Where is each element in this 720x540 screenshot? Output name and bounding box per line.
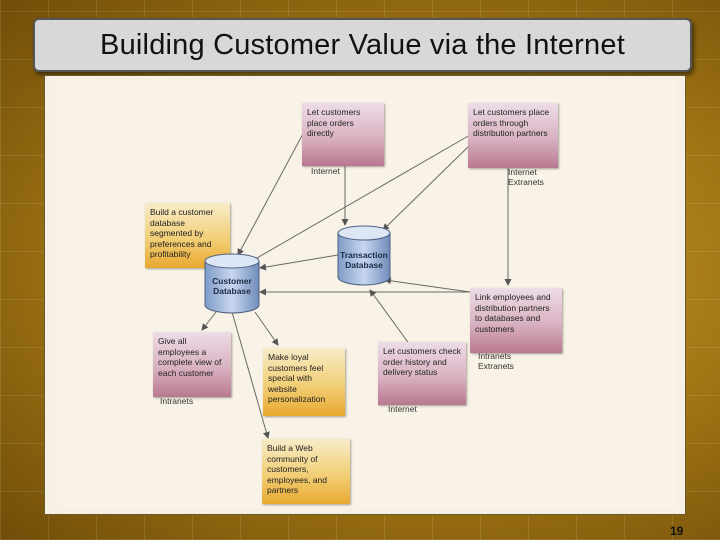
arrow-transaction-to-customer: [259, 254, 339, 271]
note-link-employees: Link employees and distribution partners…: [470, 288, 562, 353]
label-internet-bottom: Internet: [388, 404, 417, 414]
note-place-orders-partners: Let customers place orders through distr…: [468, 103, 558, 168]
label-intranets-left: Intranets: [160, 396, 194, 406]
transaction-database-label: Transaction Database: [340, 250, 388, 270]
note-text: Let customers place orders through distr…: [473, 107, 550, 138]
label-internet-top: Internet: [311, 166, 340, 176]
arrow-customer-to-give: [201, 311, 217, 331]
note-check-order-history: Let customers check order history and de…: [378, 342, 466, 405]
note-web-community: Build a Web community of customers, empl…: [262, 439, 350, 504]
note-give-employees-view: Give all employees a complete view of ea…: [153, 332, 231, 397]
arrow-customer-to-loyal: [254, 311, 279, 346]
title-bar: Building Customer Value via the Internet: [33, 18, 692, 72]
label-intranets-extranets: Intranets Extranets: [478, 351, 514, 371]
slide-title: Building Customer Value via the Internet: [100, 28, 625, 61]
transaction-database-icon: [337, 225, 391, 286]
label-internet-extranets: Internet Extranets: [508, 167, 544, 187]
arrow-partners-to-transaction: [382, 144, 471, 231]
note-loyal-customers: Make loyal customers feel special with w…: [263, 348, 345, 416]
note-text: Make loyal customers feel special with w…: [268, 352, 326, 404]
note-place-orders-directly: Let customers place orders directly: [302, 103, 384, 166]
arrow-check-order-to-transaction: [369, 289, 411, 346]
page-number: 19: [670, 524, 684, 538]
arrow-link-to-transaction: [384, 277, 471, 293]
customer-database-icon: [204, 253, 260, 314]
note-text: Give all employees a complete view of ea…: [158, 336, 222, 378]
note-text: Build a customer database segmented by p…: [150, 207, 214, 259]
note-text: Let customers place orders directly: [307, 107, 361, 138]
note-text: Let customers check order history and de…: [383, 346, 461, 377]
arrow-direct-to-customer: [237, 129, 306, 256]
note-text: Link employees and distribution partners…: [475, 292, 551, 334]
arrow-customer-to-community: [231, 311, 270, 439]
arrow-partners-to-customer: [249, 134, 471, 263]
note-text: Build a Web community of customers, empl…: [267, 443, 328, 495]
customer-database-label: Customer Database: [212, 276, 252, 296]
